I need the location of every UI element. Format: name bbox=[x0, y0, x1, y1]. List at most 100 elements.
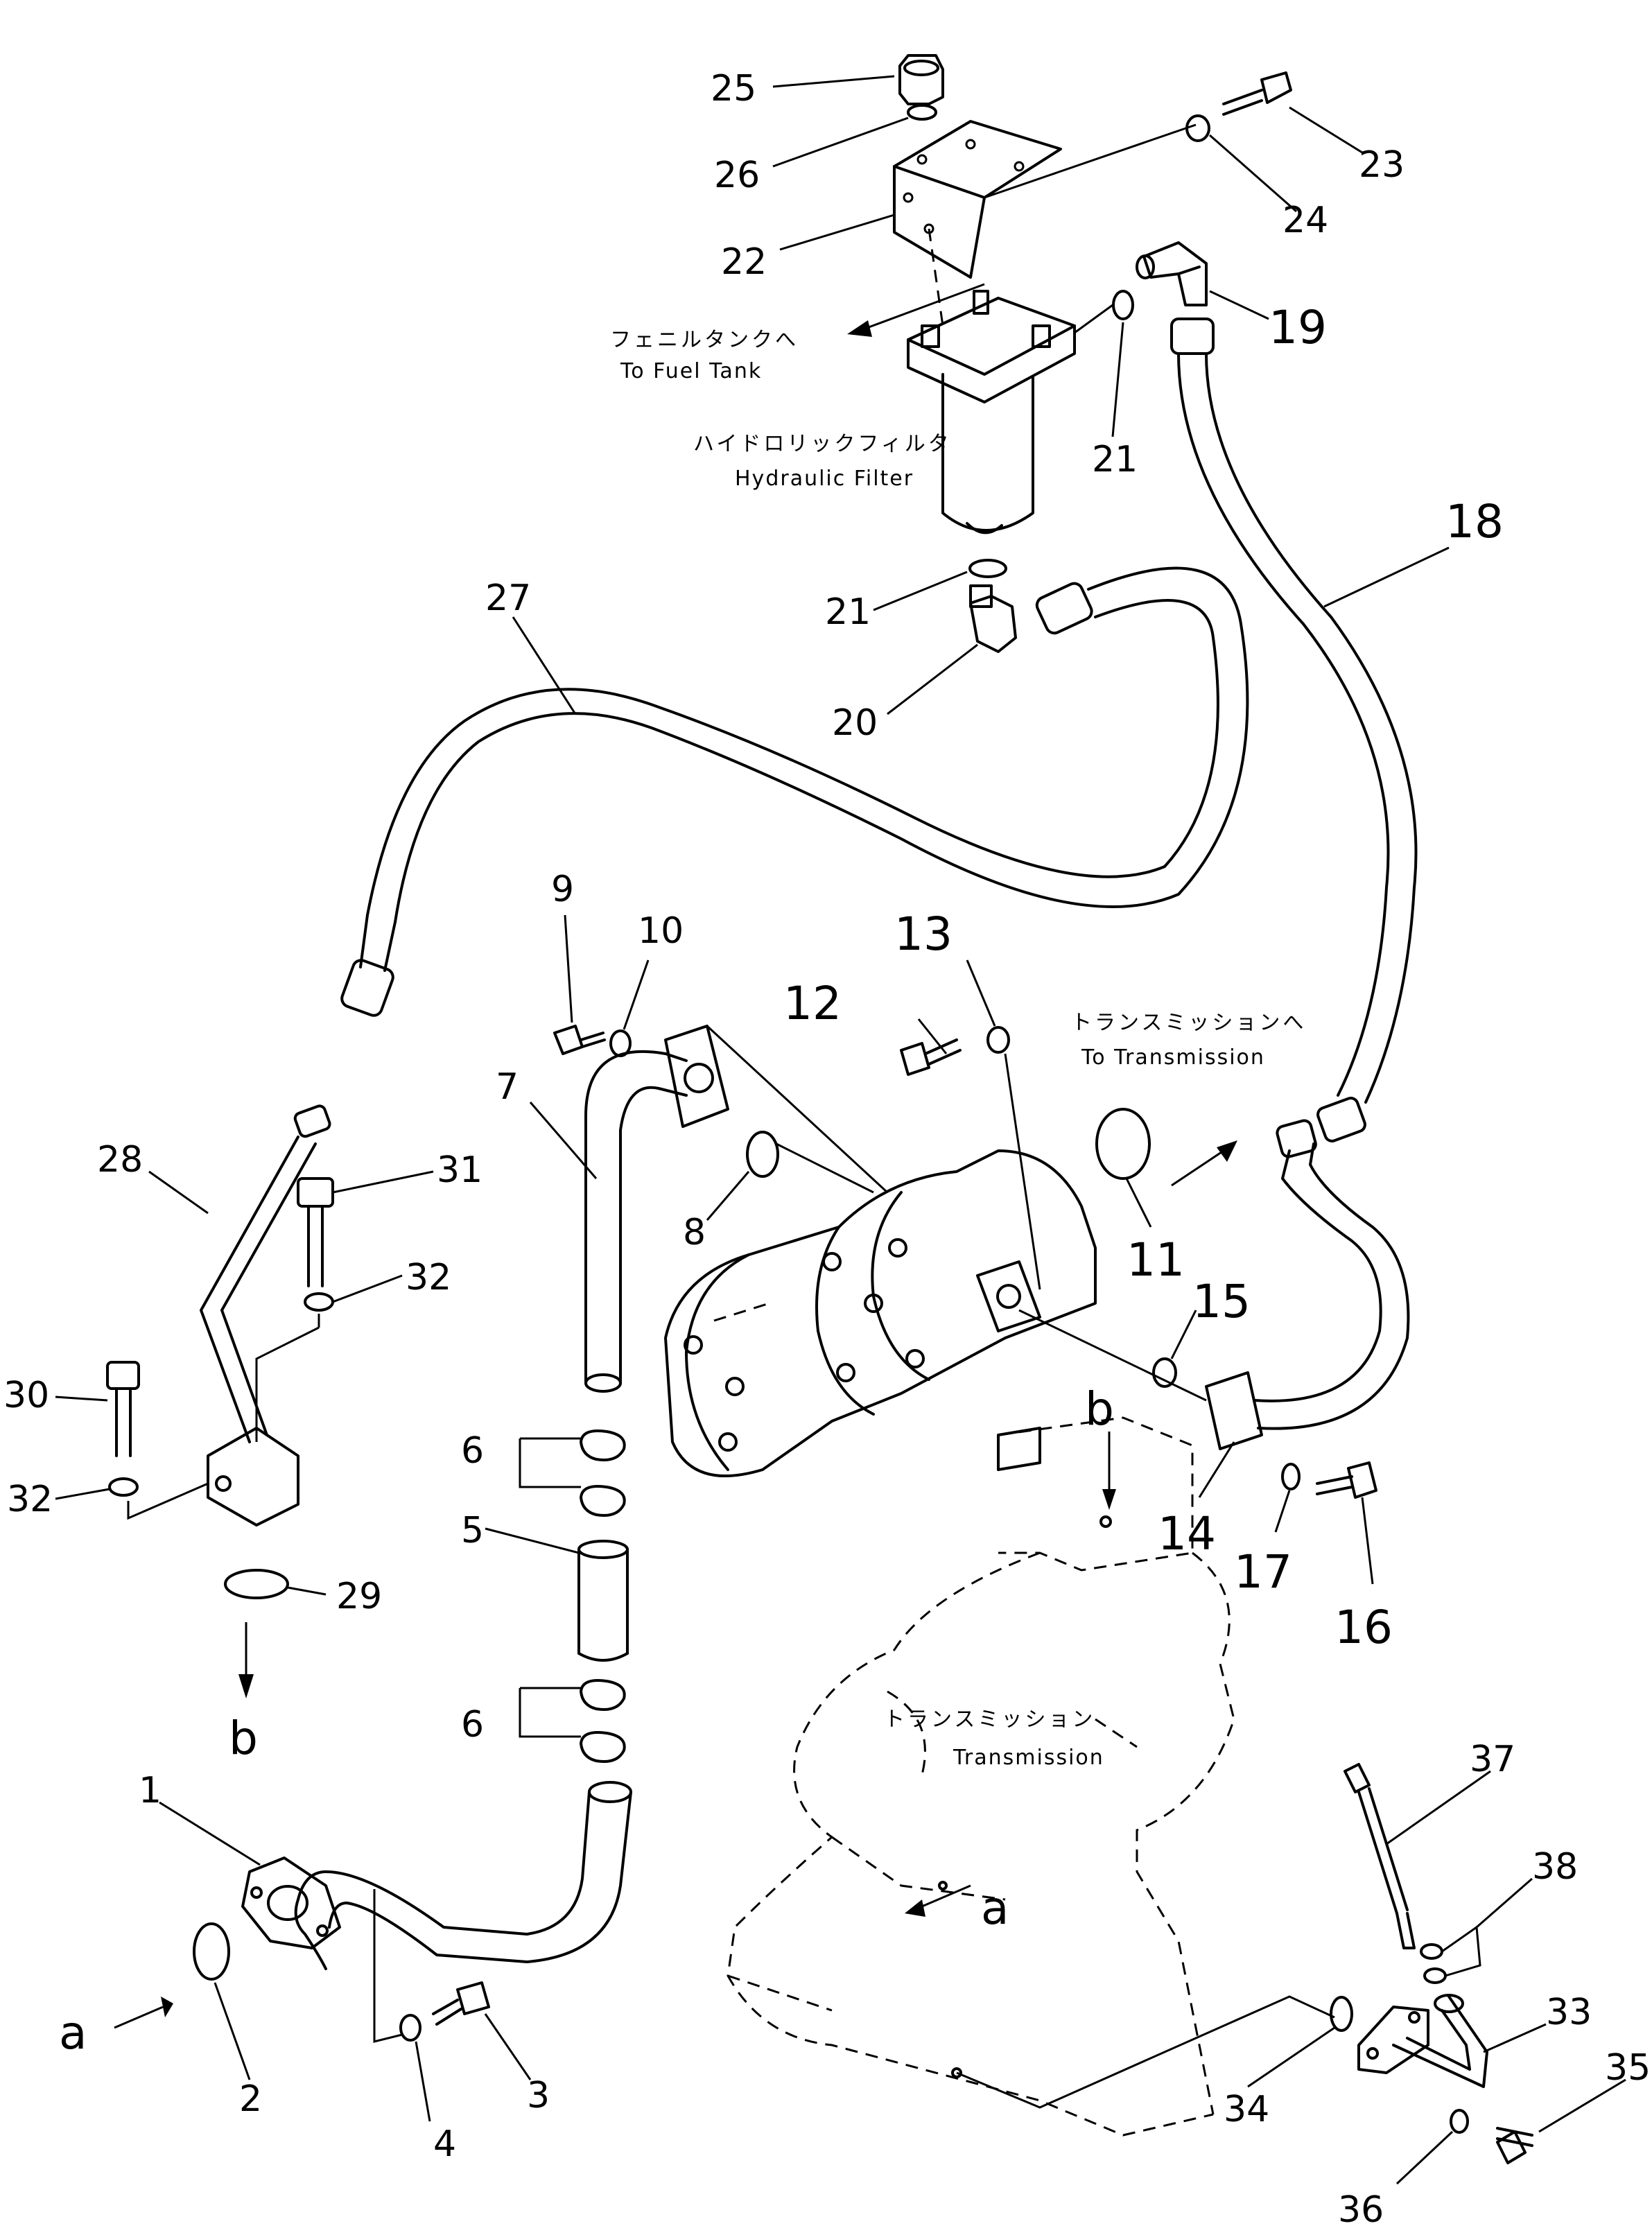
oring-21-top bbox=[1112, 290, 1134, 320]
label-30: 30 bbox=[3, 1375, 49, 1416]
oring-38b bbox=[1423, 1967, 1447, 1984]
label-3: 3 bbox=[527, 2075, 550, 2116]
oring-29 bbox=[224, 1569, 289, 1599]
label-21-bottom: 21 bbox=[825, 591, 871, 633]
hose-18 bbox=[1170, 318, 1418, 1142]
label-23: 23 bbox=[1359, 144, 1405, 186]
label-35: 35 bbox=[1605, 2047, 1651, 2089]
hydraulic-filter bbox=[907, 228, 1076, 534]
washer-26 bbox=[907, 104, 937, 121]
label-34: 34 bbox=[1224, 2089, 1269, 2130]
label-21-top: 21 bbox=[1092, 439, 1138, 480]
elbow-20 bbox=[969, 584, 1017, 653]
label-6-top: 6 bbox=[461, 1430, 484, 1472]
label-24: 24 bbox=[1283, 200, 1328, 241]
ref-b-left: b bbox=[229, 1712, 258, 1765]
washer-4 bbox=[399, 2014, 421, 2042]
oring-15 bbox=[1152, 1357, 1177, 1388]
washer-10 bbox=[609, 1029, 632, 1057]
clamp-6-bottom-leader bbox=[519, 1687, 581, 1738]
ref-a-left: a bbox=[59, 2006, 87, 2060]
label-29: 29 bbox=[336, 1576, 382, 1617]
washer-32-left bbox=[108, 1477, 139, 1497]
bolt-9 bbox=[553, 1025, 606, 1055]
label-37: 37 bbox=[1470, 1739, 1515, 1780]
arrow-to-fuel-tank bbox=[847, 283, 985, 337]
dipstick-37 bbox=[1344, 1763, 1416, 1949]
oring-11 bbox=[1095, 1108, 1151, 1180]
bolt-3 bbox=[432, 1981, 490, 2026]
label-4: 4 bbox=[433, 2123, 456, 2165]
label-25: 25 bbox=[711, 68, 756, 110]
bolt-31 bbox=[297, 1177, 334, 1287]
leader-lines bbox=[55, 75, 1626, 2185]
washer-17 bbox=[1281, 1463, 1301, 1490]
label-15: 15 bbox=[1192, 1275, 1251, 1328]
label-22: 22 bbox=[721, 241, 767, 283]
pipe-7 bbox=[584, 1050, 688, 1393]
ref-a-trans: a bbox=[981, 1881, 1009, 1935]
washer-13 bbox=[986, 1026, 1010, 1054]
to-transmission-jp: トランスミッションへ bbox=[1071, 1011, 1306, 1035]
fuel-tank-jp: フェニルタンクへ bbox=[610, 328, 799, 352]
part-number-labels: 25 26 22 23 24 19 21 18 21 20 27 9 10 13… bbox=[3, 68, 1651, 2226]
nut-25 bbox=[898, 54, 944, 105]
arrow-a-left bbox=[114, 1997, 173, 2029]
elbow-19 bbox=[1136, 241, 1208, 306]
washer-32-right bbox=[304, 1292, 334, 1312]
hose-5 bbox=[577, 1540, 629, 1662]
oring-34 bbox=[1330, 1996, 1353, 2032]
washer-24 bbox=[1185, 114, 1210, 142]
arrow-to-transmission bbox=[1171, 1140, 1237, 1187]
label-1: 1 bbox=[139, 1770, 162, 1811]
label-31: 31 bbox=[437, 1149, 482, 1191]
oring-8 bbox=[746, 1131, 779, 1178]
label-27: 27 bbox=[485, 577, 531, 619]
pipe-1 bbox=[241, 1781, 632, 1970]
label-19: 19 bbox=[1269, 301, 1327, 354]
to-transmission-en: To Transmission bbox=[1081, 1045, 1265, 1070]
transmission-jp: トランスミッション bbox=[884, 1707, 1095, 1732]
label-26: 26 bbox=[714, 155, 760, 196]
label-2: 2 bbox=[239, 2078, 262, 2120]
oring-2 bbox=[193, 1922, 230, 1981]
label-6-bottom: 6 bbox=[461, 1704, 484, 1746]
flange-28 bbox=[207, 1427, 299, 1527]
transmission-en: Transmission bbox=[953, 1746, 1104, 1770]
fuel-tank-en: To Fuel Tank bbox=[620, 359, 762, 383]
label-10: 10 bbox=[638, 910, 684, 952]
bracket-22 bbox=[893, 120, 1062, 279]
oring-21-bottom bbox=[968, 559, 1007, 578]
label-5: 5 bbox=[461, 1510, 484, 1551]
bolt-30 bbox=[106, 1361, 140, 1457]
hydraulic-pump bbox=[664, 1149, 1097, 1477]
label-8: 8 bbox=[683, 1212, 706, 1253]
pipe-14 bbox=[1205, 1119, 1410, 1450]
bolt-16 bbox=[1316, 1461, 1377, 1499]
arrow-b-left bbox=[238, 1622, 254, 1698]
oring-38a bbox=[1420, 1943, 1443, 1960]
hydraulic-filter-jp: ハイドロリックフィルタ bbox=[693, 432, 952, 456]
label-36: 36 bbox=[1338, 2189, 1384, 2226]
label-18: 18 bbox=[1445, 495, 1504, 548]
label-14: 14 bbox=[1158, 1507, 1216, 1560]
label-28: 28 bbox=[97, 1139, 143, 1181]
label-32-left: 32 bbox=[7, 1479, 53, 1520]
clamp-6-top bbox=[580, 1429, 626, 1517]
hose-27 bbox=[340, 566, 1249, 1017]
label-20: 20 bbox=[832, 702, 878, 744]
label-7: 7 bbox=[496, 1066, 519, 1108]
label-17: 17 bbox=[1234, 1545, 1292, 1599]
bolt-23 bbox=[1222, 71, 1292, 116]
bolt-12 bbox=[900, 1038, 962, 1076]
reference-letters: a b b a bbox=[59, 1382, 1114, 2060]
label-12: 12 bbox=[783, 977, 842, 1030]
arrow-b-top bbox=[1102, 1432, 1116, 1510]
bolt-35 bbox=[1496, 2127, 1533, 2164]
hydraulic-filter-en: Hydraulic Filter bbox=[735, 467, 914, 491]
annotation-texts: フェニルタンクへ To Fuel Tank ハイドロリックフィルタ Hydrau… bbox=[610, 328, 1306, 1770]
washer-36 bbox=[1450, 2109, 1469, 2134]
label-13: 13 bbox=[894, 907, 953, 961]
label-38: 38 bbox=[1532, 1846, 1578, 1888]
